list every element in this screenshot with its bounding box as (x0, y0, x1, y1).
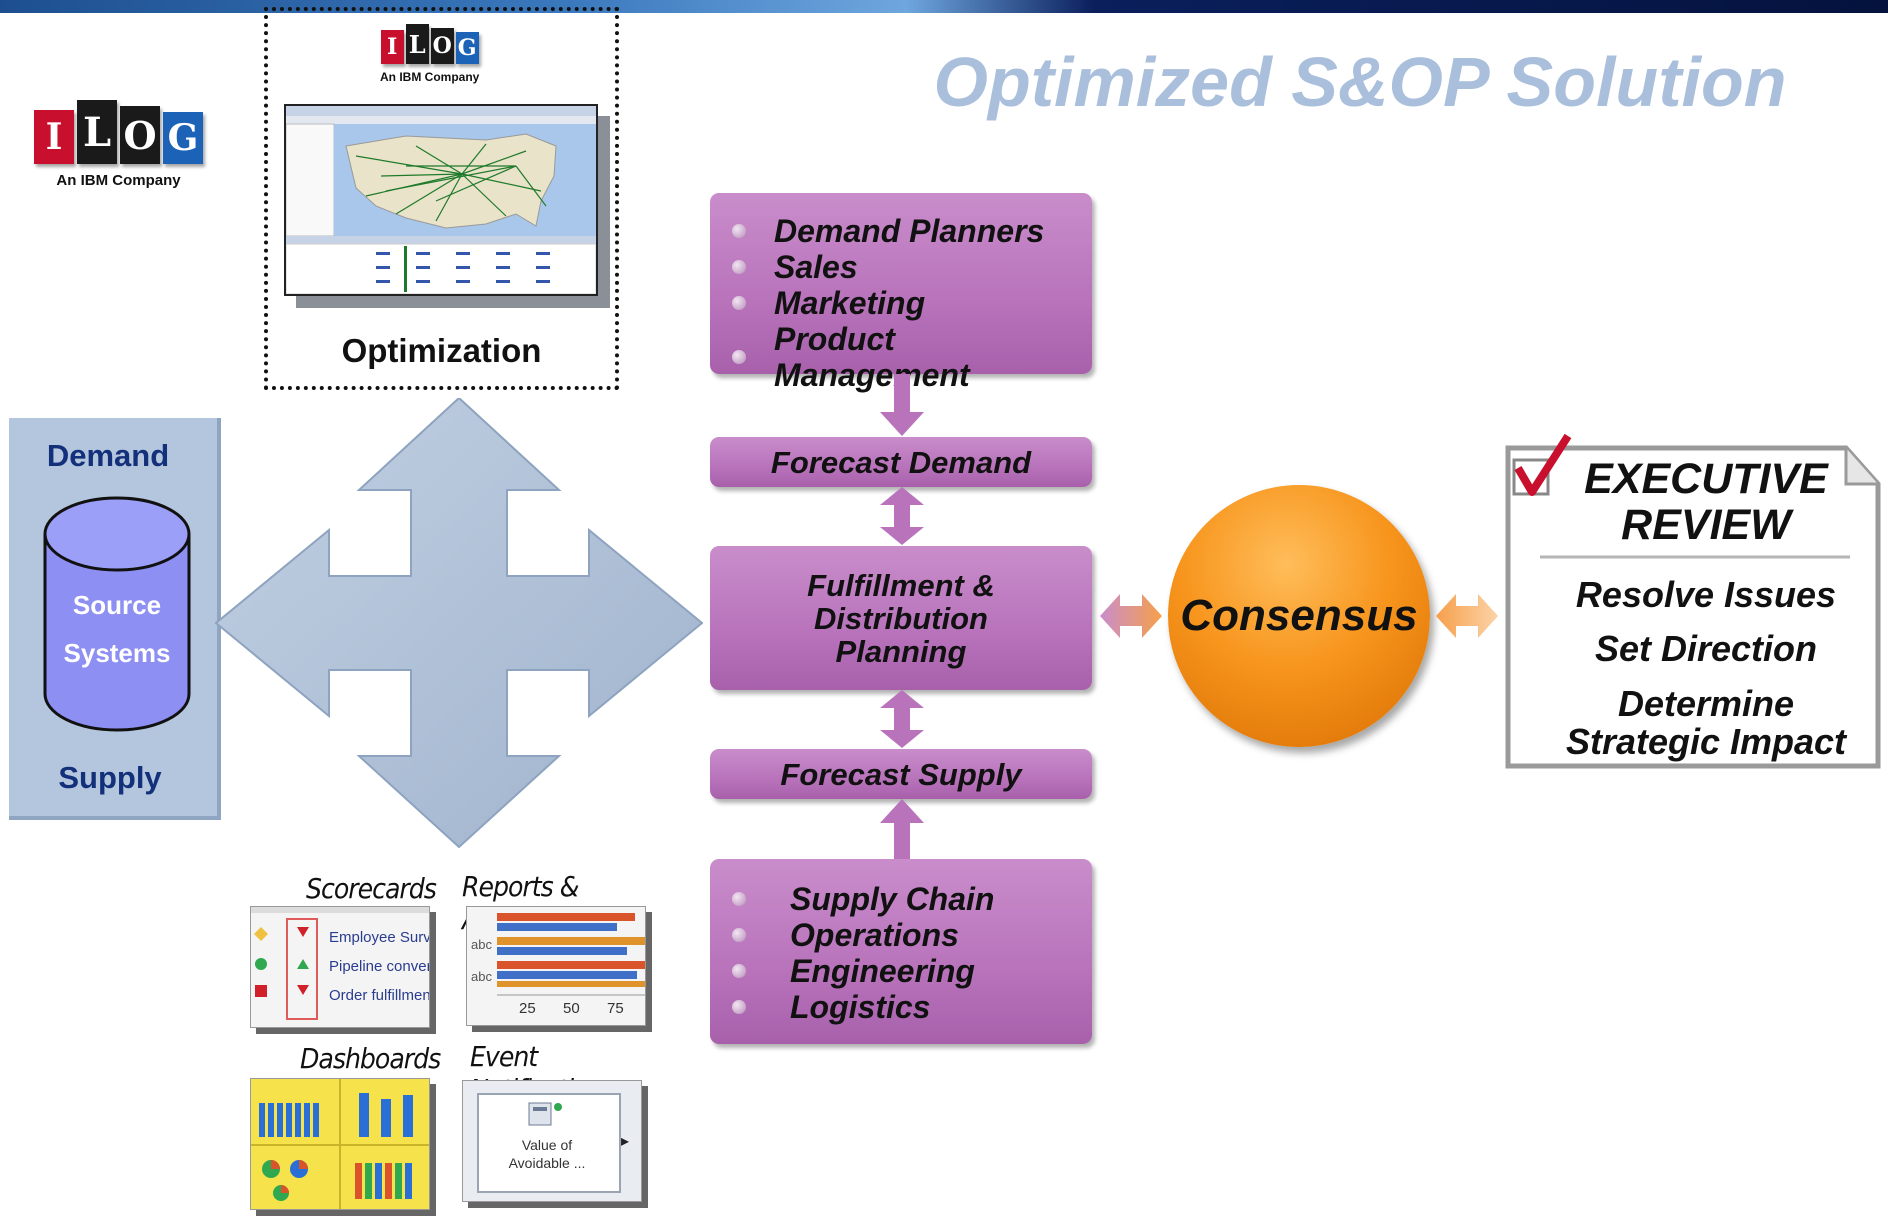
dashboards-thumbnail (250, 1078, 430, 1210)
calculator-icon (528, 1102, 562, 1126)
fulfillment-line3: Planning (835, 633, 967, 669)
arrow-up-down-icon (880, 690, 924, 748)
bullet-icon (732, 928, 746, 942)
logo-letter-o: O (430, 28, 454, 64)
list-item: Marketing (724, 285, 1092, 321)
source-label: Source (72, 590, 162, 620)
database-cylinder-icon (43, 496, 191, 732)
scorecard-row: Pipeline convers (329, 958, 430, 975)
executive-review-card (1505, 445, 1881, 769)
dashboard-charts-icon (251, 1079, 429, 1209)
logo-letter-g: G (455, 32, 479, 64)
logo-letter-i: I (34, 110, 74, 164)
report-tick: 75 (607, 1000, 624, 1017)
event-line1: Value of (521, 1137, 573, 1153)
logo-subtitle: An IBM Company (56, 172, 181, 189)
four-way-arrow-icon (215, 398, 703, 848)
checkmark-icon (1512, 434, 1572, 496)
scorecards-label: Scorecards (306, 872, 437, 905)
executive-review-title: EXECUTIVE REVIEW (1530, 456, 1882, 548)
arrow-down-icon (880, 374, 924, 436)
forecast-supply-box: Forecast Supply (710, 749, 1092, 799)
demand-stakeholders-box: Demand Planners Sales Marketing Product … (710, 193, 1092, 393)
consensus-circle: Consensus (1168, 485, 1430, 747)
demand-label: Demand (46, 438, 170, 473)
logo-letter-o: O (120, 106, 160, 164)
executive-title-line2: REVIEW (1621, 501, 1791, 549)
dashboards-label: Dashboards (300, 1042, 441, 1075)
list-item: Logistics (724, 989, 1092, 1025)
supply-stakeholders-box: Supply Chain Operations Engineering Logi… (710, 859, 1092, 1044)
bullet-icon (732, 892, 746, 906)
list-item: Sales (724, 249, 1092, 285)
event-notification-thumbnail: Value of Avoidable ... ▸ (462, 1080, 642, 1202)
scorecard-row: Employee Surve (329, 929, 430, 946)
logo-letter-g: G (163, 112, 203, 164)
bullet-icon (732, 1000, 746, 1014)
event-line2: Avoidable ... (508, 1155, 586, 1171)
bar-chart-icon (497, 913, 645, 996)
ilog-logo: I L O G An IBM Company (34, 100, 203, 189)
scorecard-row: Order fulfillment (329, 987, 430, 1004)
logo-subtitle: An IBM Company (380, 70, 480, 84)
bullet-icon (732, 964, 746, 978)
systems-label: Systems (63, 638, 171, 668)
logo-letter-l: L (77, 100, 117, 164)
double-arrow-icon (1100, 594, 1162, 638)
report-row-label: abc (471, 969, 492, 984)
list-item: Product Management (724, 321, 1092, 393)
double-arrow-icon (1436, 594, 1498, 638)
list-item: Engineering (724, 953, 1092, 989)
logo-letter-l: L (405, 24, 429, 64)
fulfillment-planning-box: Fulfillment & Distribution Planning (710, 546, 1092, 690)
arrow-up-down-icon (880, 487, 924, 545)
logo-letter-i: I (380, 30, 404, 64)
page-title: Optimized S&OP Solution (933, 43, 1787, 121)
list-item: Operations (724, 917, 1092, 953)
bullet-icon (732, 350, 746, 364)
reports-analysis-thumbnail: abc abc 25 50 75 (466, 906, 646, 1026)
arrow-up-icon (880, 799, 924, 859)
report-tick: 50 (563, 1000, 580, 1017)
list-item: Supply Chain (724, 881, 1092, 917)
fulfillment-line2: Distribution (814, 600, 988, 636)
report-row-label: abc (471, 937, 492, 952)
scorecards-thumbnail: Employee Surve Pipeline convers Order fu… (250, 906, 430, 1028)
resolve-issues-text: Resolve Issues (1575, 574, 1837, 615)
optimization-box (264, 7, 619, 390)
report-tick: 25 (519, 1000, 536, 1017)
scorecard-icons (251, 907, 429, 1020)
set-direction-text: Set Direction (1594, 628, 1818, 669)
list-item: Demand Planners (724, 213, 1092, 249)
determine-text: Determine (1617, 683, 1795, 724)
fulfillment-line1: Fulfillment & (807, 567, 995, 603)
strategic-impact-text: Strategic Impact (1565, 721, 1847, 762)
nav-arrows-icon: ▸ (621, 1133, 630, 1150)
ilog-logo-small: I L O G An IBM Company (380, 24, 479, 84)
us-map-network-icon (286, 106, 596, 294)
bullet-icon (732, 260, 746, 274)
bullet-icon (732, 296, 746, 310)
optimization-label: Optimization (341, 332, 542, 369)
bullet-icon (732, 224, 746, 238)
supply-label: Supply (58, 760, 162, 795)
executive-title-line1: EXECUTIVE (1584, 455, 1828, 503)
optimization-map-screenshot (284, 104, 598, 296)
forecast-demand-box: Forecast Demand (710, 437, 1092, 487)
